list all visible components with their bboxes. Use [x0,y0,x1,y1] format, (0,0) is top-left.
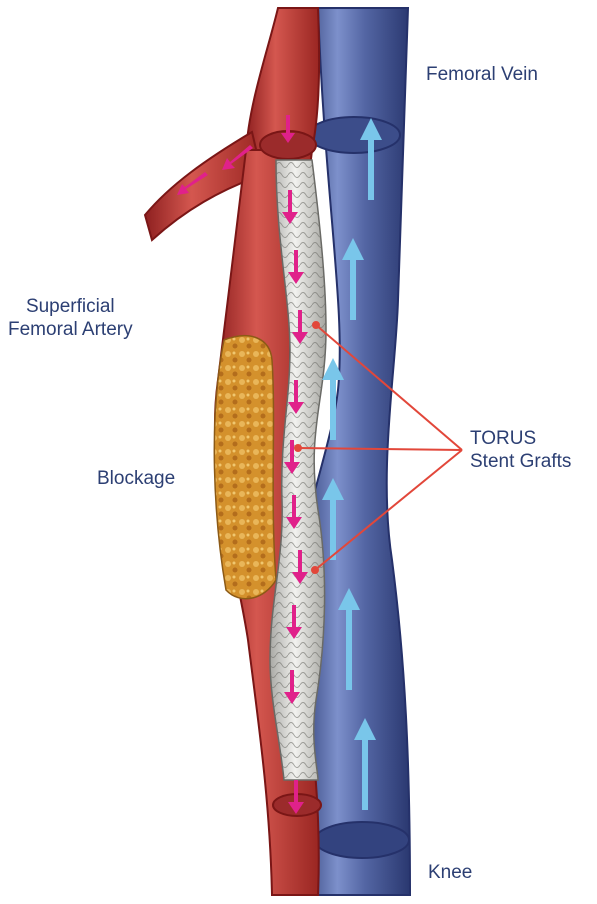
label-sfa-line1: Superficial [8,296,133,319]
label-femoral-vein: Femoral Vein [426,64,538,87]
label-torus-stent-grafts: TORUS Stent Grafts [470,428,571,474]
blockage-plaque [214,336,276,599]
label-torus-line2: Stent Grafts [470,451,571,474]
label-blockage: Blockage [97,468,175,491]
label-torus-line1: TORUS [470,428,571,451]
label-superficial-femoral-artery: Superficial Femoral Artery [8,296,133,342]
label-sfa-line2: Femoral Artery [8,319,133,342]
label-knee: Knee [428,862,472,885]
